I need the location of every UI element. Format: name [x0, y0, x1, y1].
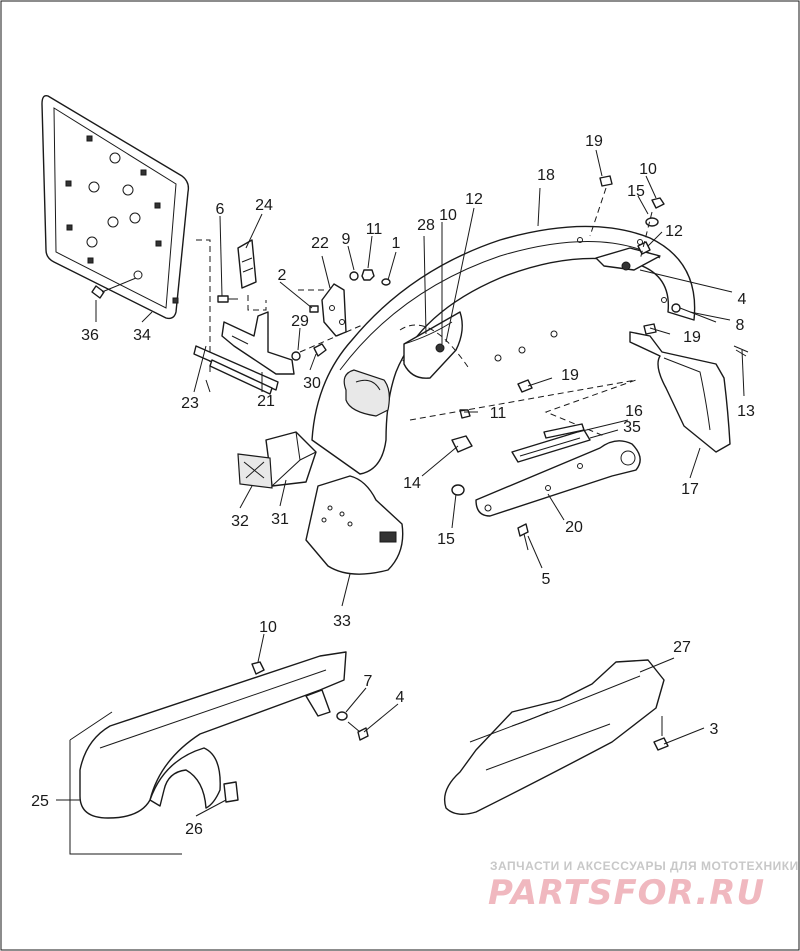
- callout-2: 2: [278, 267, 287, 284]
- washer-29: [291, 351, 301, 361]
- callout-15-top: 15: [627, 183, 645, 200]
- nut-11-upper: [361, 269, 375, 281]
- callout-26: 26: [185, 821, 203, 838]
- watermark-logo: PARTSFOR.RU: [488, 873, 765, 913]
- callout-35: 35: [623, 419, 641, 436]
- callout-9: 9: [342, 231, 351, 248]
- light-housing-28: [403, 311, 463, 379]
- reflector-35: [511, 429, 591, 463]
- callout-31: 31: [271, 511, 289, 528]
- guard-25-bracket-line: [69, 711, 182, 855]
- clip-19-right: [643, 323, 657, 335]
- bolt-8: [671, 303, 717, 323]
- mount-bracket-21: [221, 311, 295, 375]
- callout-11-top: 11: [366, 221, 383, 238]
- callout-19-mid: 19: [561, 367, 579, 384]
- callout-24: 24: [255, 197, 273, 214]
- clamp-14: [451, 435, 473, 453]
- strip-23: [193, 345, 279, 395]
- callout-15-low: 15: [437, 531, 455, 548]
- callout-23: 23: [181, 395, 199, 412]
- callout-12-mid: 12: [465, 191, 483, 208]
- pin-13: [733, 345, 749, 357]
- nut-12-right: [637, 241, 651, 255]
- washer-15-low: [451, 484, 465, 496]
- belt-guard-27: [443, 659, 665, 815]
- callout-22: 22: [311, 235, 329, 252]
- leader-lines: [56, 149, 745, 817]
- callout-34: 34: [133, 327, 151, 344]
- callout-36: 36: [81, 327, 99, 344]
- bolt-6: [217, 295, 238, 303]
- nut-30: [313, 343, 327, 357]
- watermark-tagline: ЗАПЧАСТИ И АКСЕССУАРЫ ДЛЯ МОТОТЕХНИКИ: [490, 859, 799, 873]
- callout-32: 32: [231, 513, 249, 530]
- washer-9: [349, 271, 359, 281]
- screw-3: [653, 716, 669, 751]
- strut-20: [475, 440, 641, 517]
- callout-13: 13: [737, 403, 755, 420]
- bolt-5: [517, 523, 529, 551]
- bracket-24: [237, 239, 257, 289]
- chain-guard-25: [79, 651, 347, 819]
- callout-19-right: 19: [683, 329, 701, 346]
- callout-28: 28: [417, 217, 435, 234]
- callout-27: 27: [673, 639, 691, 656]
- plate-bracket-33: [305, 475, 404, 575]
- reflector-32: [237, 453, 273, 489]
- nut-10-low: [251, 661, 265, 675]
- callout-21: 21: [257, 393, 275, 410]
- lamp-31: [265, 431, 317, 487]
- callout-10-low: 10: [259, 619, 277, 636]
- nut-10-top: [651, 197, 665, 209]
- washer-15-top: [645, 217, 659, 227]
- callout-7: 7: [364, 673, 373, 690]
- callout-10-top: 10: [639, 161, 657, 178]
- bracket-22: [321, 283, 347, 337]
- washer-7: [336, 711, 348, 721]
- callout-4-lower: 4: [396, 689, 405, 706]
- callout-10-mid: 10: [439, 207, 457, 224]
- callout-14: 14: [403, 475, 421, 492]
- callout-3: 3: [710, 721, 719, 738]
- callout-29: 29: [291, 313, 309, 330]
- nut-19-mid: [517, 379, 533, 393]
- callout-6: 6: [216, 201, 225, 218]
- callout-8: 8: [736, 317, 745, 334]
- rear-fender-18: [311, 225, 696, 475]
- callout-33: 33: [333, 613, 351, 630]
- callout-20: 20: [565, 519, 583, 536]
- grommet-1: [381, 278, 391, 286]
- callout-12-right: 12: [665, 223, 683, 240]
- screw-36: [91, 277, 137, 299]
- clip-19-top: [599, 175, 613, 187]
- callout-1: 1: [392, 235, 401, 252]
- callout-19-top: 19: [585, 133, 603, 150]
- callout-5: 5: [542, 571, 551, 588]
- callout-17: 17: [681, 481, 699, 498]
- watermark: ЗАПЧАСТИ И АКСЕССУАРЫ ДЛЯ МОТОТЕХНИКИ PA…: [488, 859, 799, 913]
- callout-11-mid: 11: [490, 405, 507, 422]
- fender-support-17: [629, 331, 731, 453]
- callout-labels: 1 2 3 4 4 5 6 7 8 9 10 10 10 11 11 12 12…: [31, 133, 755, 838]
- callout-18: 18: [537, 167, 555, 184]
- callout-4-upper: 4: [738, 291, 747, 308]
- callout-16: 16: [625, 403, 643, 420]
- callout-30: 30: [303, 375, 321, 392]
- clip-26: [223, 781, 239, 803]
- license-plate-34: [41, 94, 190, 320]
- callout-25: 25: [31, 793, 49, 810]
